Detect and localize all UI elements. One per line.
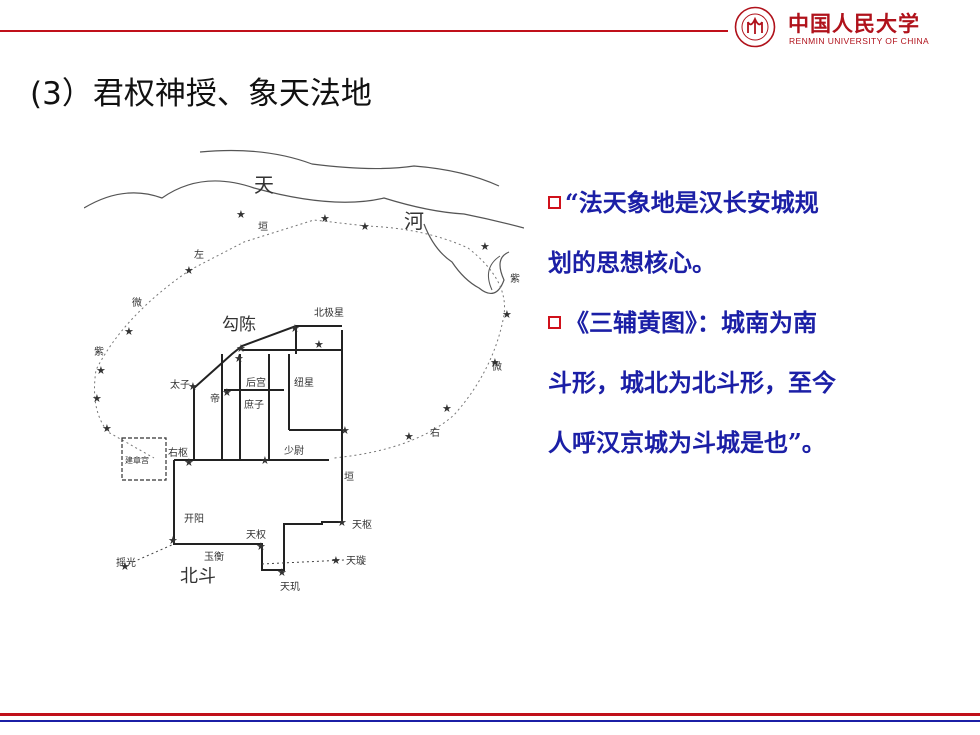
label-tianquan: 天权 [246, 528, 266, 541]
label-jianzhanggong: 建章宫 [125, 455, 149, 465]
label-zi-right: 紫 [510, 273, 520, 285]
svg-text:★: ★ [320, 212, 330, 225]
svg-text:★: ★ [260, 454, 270, 467]
svg-text:★: ★ [168, 534, 178, 547]
label-taizi: 太子 [170, 378, 190, 391]
label-di: 帝 [210, 392, 220, 405]
bullet-2-line-1: 《三辅黄图》：城南为南 [548, 296, 968, 356]
label-zuo: 左 [194, 248, 204, 261]
logo-chinese-name: 中国人民大学 [788, 11, 920, 36]
label-tianxuan: 天璇 [346, 554, 366, 567]
bullet-1-line-2: 划的思想核心。 [548, 248, 716, 277]
svg-text:★: ★ [102, 422, 112, 435]
bullet-2-line-2: 斗形，城北为北斗形，至今 [548, 368, 836, 397]
svg-text:★: ★ [337, 516, 347, 529]
bottom-rule-red [0, 713, 980, 716]
svg-text:★: ★ [222, 386, 232, 399]
bottom-rule-blue [0, 720, 980, 722]
svg-text:★: ★ [234, 352, 244, 365]
logo-english-name: RENMIN UNIVERSITY OF CHINA [789, 36, 930, 46]
label-beijixing: 北极星 [314, 306, 344, 319]
svg-text:★: ★ [92, 392, 102, 405]
university-logo: 中国人民大学 RENMIN UNIVERSITY OF CHINA [734, 6, 980, 52]
svg-text:★: ★ [340, 424, 350, 437]
svg-text:★: ★ [314, 338, 324, 351]
label-niuxing: 纽星 [294, 376, 314, 389]
svg-text:★: ★ [120, 560, 130, 573]
label-tianji: 天玑 [280, 581, 300, 593]
svg-text:★: ★ [124, 325, 134, 338]
label-goucheng: 勾陈 [222, 315, 256, 335]
label-shuzi: 庶子 [244, 398, 264, 411]
svg-text:★: ★ [236, 342, 246, 355]
label-wei-right: 微 [492, 360, 502, 373]
svg-text:★: ★ [96, 364, 106, 377]
label-you: 右 [430, 426, 440, 439]
svg-text:★: ★ [404, 430, 414, 443]
svg-text:★: ★ [360, 220, 370, 233]
label-zi-left: 紫 [94, 346, 104, 358]
svg-text:★: ★ [490, 356, 500, 369]
label-beidou: 北斗 [180, 566, 216, 587]
svg-text:★: ★ [236, 208, 246, 221]
chang-an-star-map: ★★★ ★★★ ★★★ ★★★ ★★★ ★★★ ★★★ ★★★ ★★★ ★ 天 … [84, 149, 524, 593]
bullet-square-icon [548, 196, 561, 209]
top-rule [0, 30, 728, 32]
svg-text:★: ★ [480, 240, 490, 253]
label-yuheng: 玉衡 [204, 551, 224, 563]
label-hougong: 后宫 [246, 376, 266, 389]
bullet-square-icon [548, 316, 561, 329]
page-title: (3）君权神授、象天法地 [30, 76, 372, 112]
label-tian: 天 [254, 173, 274, 197]
label-yuan-right: 垣 [344, 471, 354, 483]
label-tianshu: 天枢 [352, 518, 372, 531]
label-youshu: 右枢 [168, 446, 188, 459]
label-he: 河 [404, 209, 424, 233]
bullet-list: “法天象地是汉长安城规 划的思想核心。 《三辅黄图》：城南为南 斗形，城北为北斗… [548, 176, 968, 476]
bullet-2-line-3: 人呼汉京城为斗城是也”。 [548, 428, 826, 457]
university-seal-icon [734, 6, 776, 48]
label-shaowei: 少尉 [284, 444, 304, 457]
label-yuan-top: 垣 [258, 221, 268, 233]
label-wei-left: 微 [132, 296, 142, 309]
svg-text:★: ★ [184, 264, 194, 277]
label-yaoguang: 摇光 [116, 556, 136, 569]
svg-text:★: ★ [502, 308, 512, 321]
svg-text:★: ★ [184, 456, 194, 469]
bullet-1-line-1: “法天象地是汉长安城规 [548, 176, 968, 236]
svg-text:★: ★ [188, 380, 198, 393]
svg-text:★: ★ [256, 540, 266, 553]
svg-text:★: ★ [290, 322, 300, 335]
label-kaiyang: 开阳 [184, 513, 204, 525]
svg-text:★: ★ [277, 566, 287, 579]
svg-text:★: ★ [442, 402, 452, 415]
svg-text:★: ★ [331, 554, 341, 567]
